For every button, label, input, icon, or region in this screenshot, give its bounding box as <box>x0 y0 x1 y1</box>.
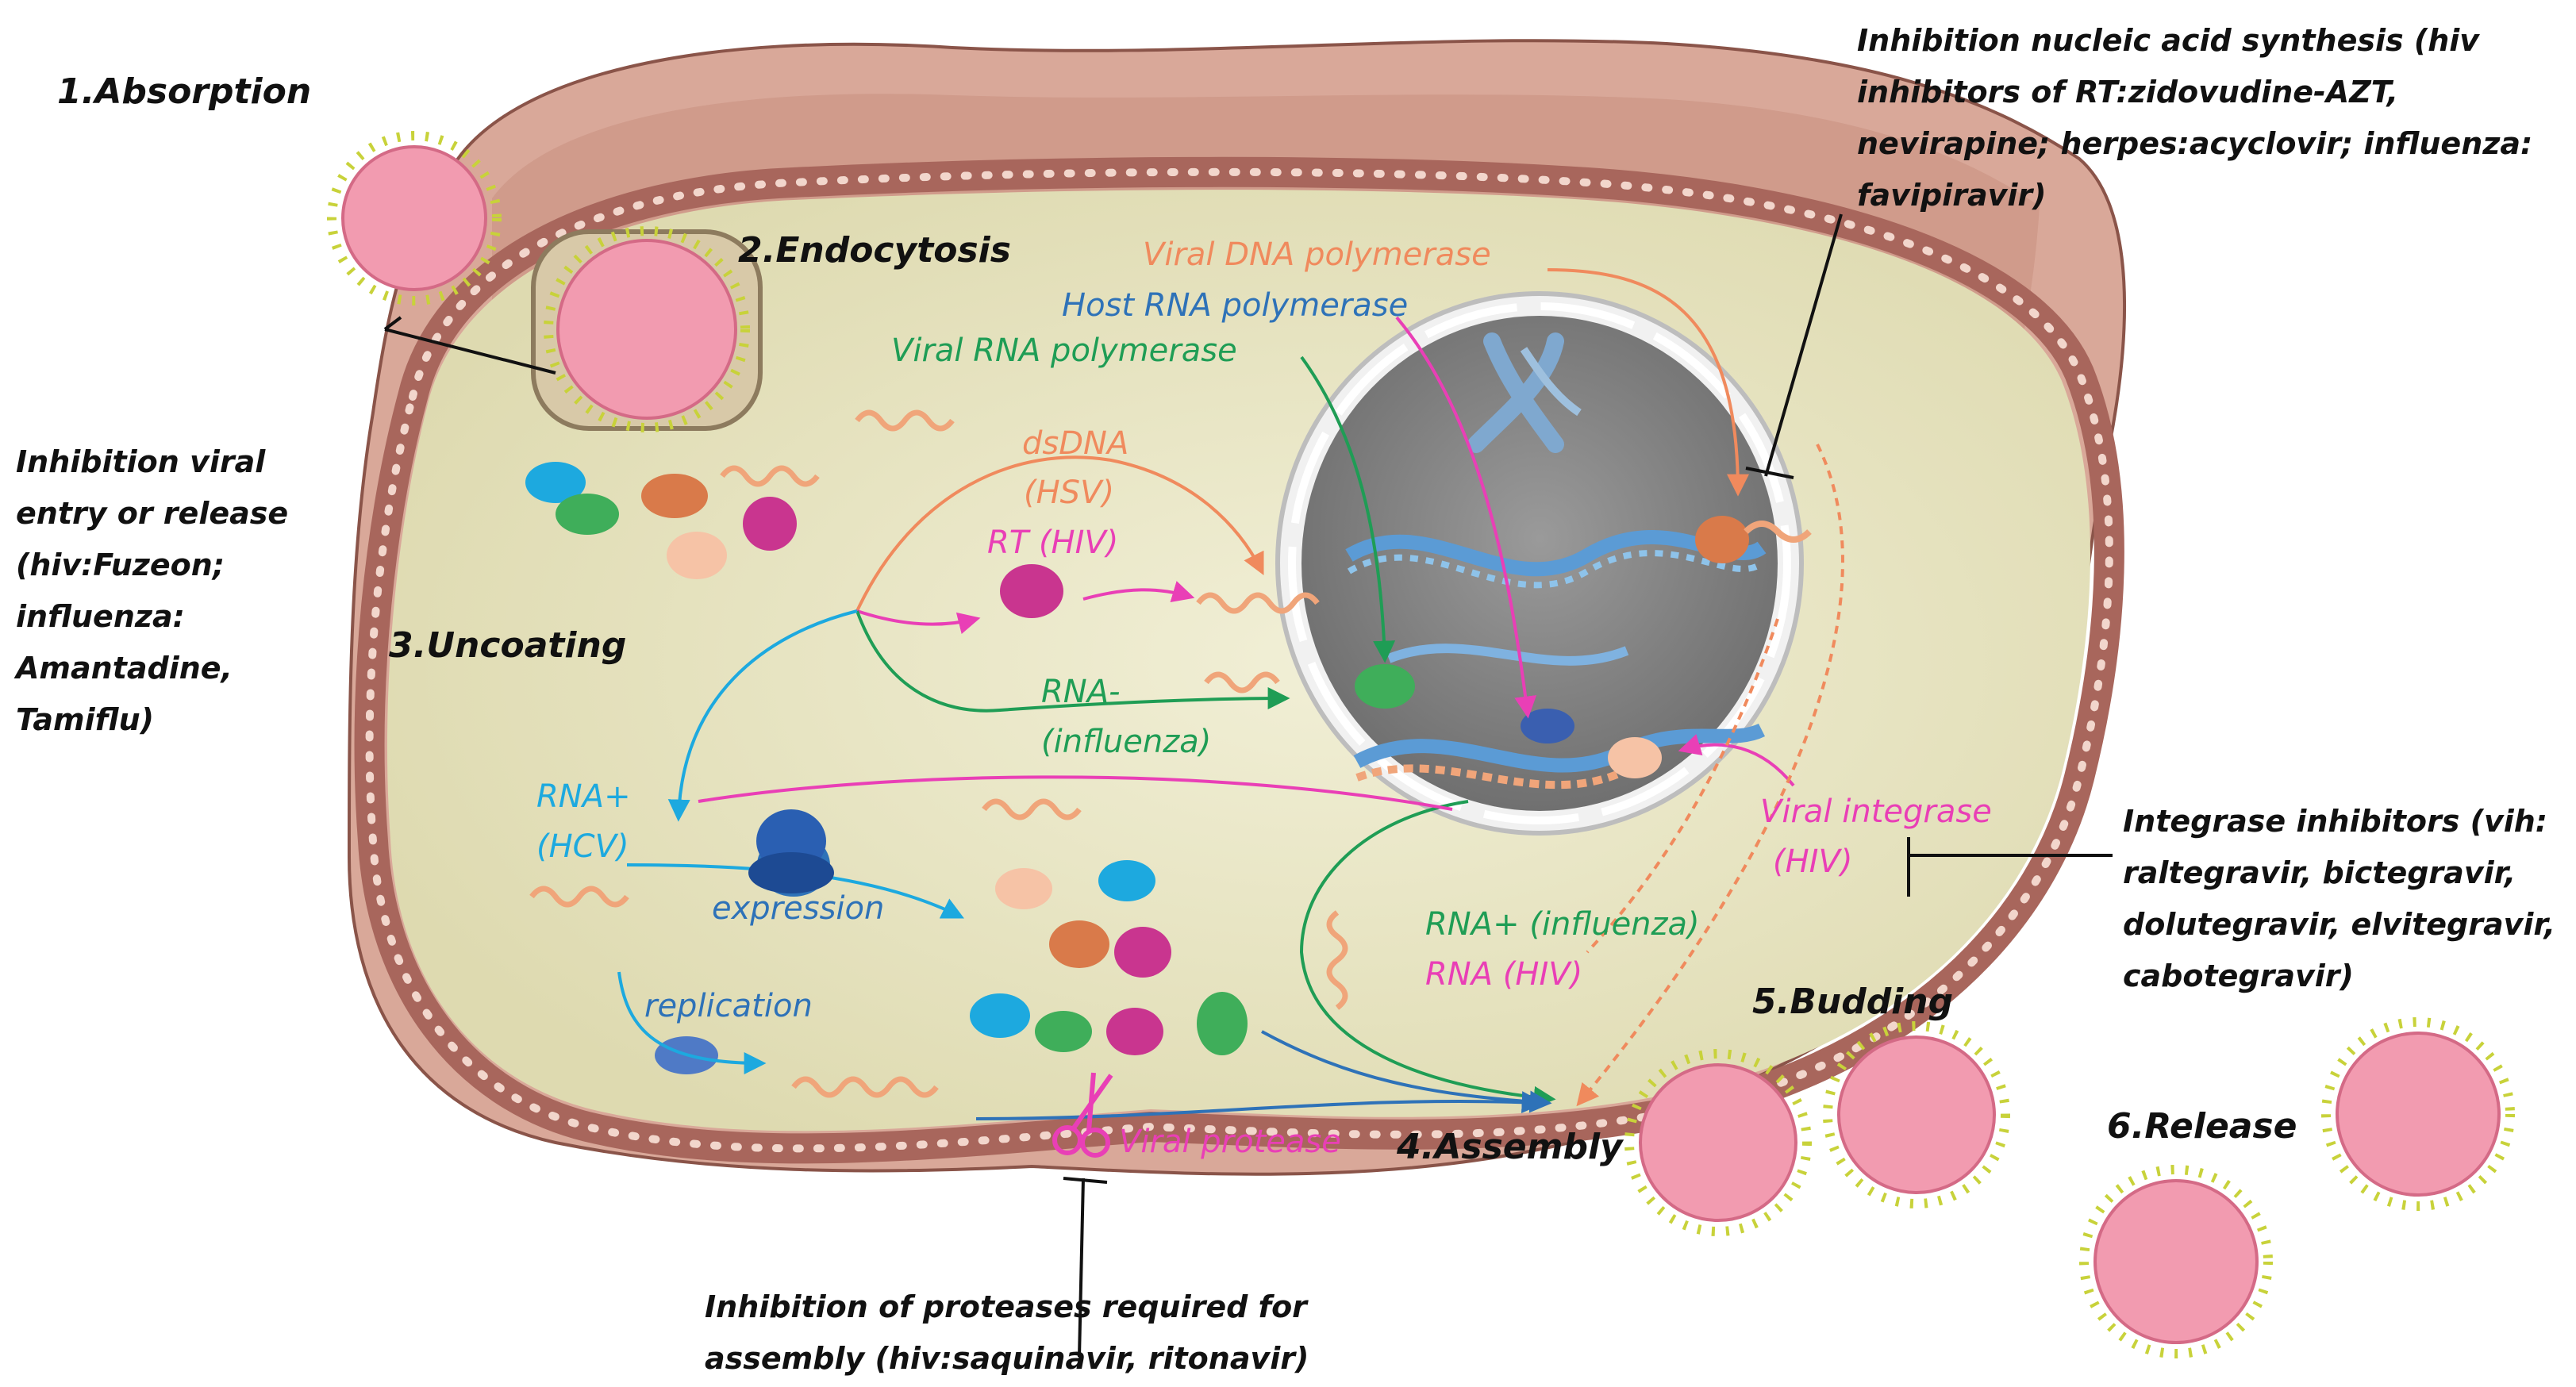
label-expression: expression <box>712 890 884 927</box>
label-host-rna-polymerase: Host RNA polymerase <box>1062 287 1408 324</box>
label-integrase-hiv: (HIV) <box>1773 843 1852 880</box>
arrow-dna-out-dashed <box>1586 618 1779 954</box>
arrow-rt <box>856 609 981 635</box>
arrow-dsdna <box>855 455 1264 612</box>
arrow-integrase <box>1678 734 1795 787</box>
label-viral-rna-polymerase: Viral RNA polymerase <box>891 332 1237 369</box>
label-hsv: (HSV) <box>1024 474 1114 511</box>
label-replication: replication <box>644 988 813 1024</box>
inhibitor-protease: Inhibition of proteases required for ass… <box>705 1289 1309 1376</box>
step-absorption: 1.Absorption <box>57 71 311 112</box>
arrow-replication <box>617 971 767 1074</box>
label-rna-minus: RNA- <box>1041 674 1121 710</box>
arrow-rt-to-dna <box>1082 581 1195 602</box>
label-influenza: (influenza) <box>1041 724 1211 760</box>
step-assembly: 4.Assembly <box>1396 1127 1624 1167</box>
label-dsdna: dsDNA <box>1022 425 1128 462</box>
label-viral-protease: Viral protease <box>1119 1124 1341 1160</box>
nucleus <box>1275 291 1812 836</box>
arrow-host-rna-polymerase <box>1395 316 1537 719</box>
arrow-rna-export-green <box>1299 800 1556 1108</box>
inhibitor-entry: Inhibition viral entry or release (hiv:F… <box>0 0 340 737</box>
pathway-arrows <box>617 268 1844 1120</box>
label-hcv: (HCV) <box>536 828 629 865</box>
arrow-rna-export-pink <box>698 775 1453 811</box>
arrow-viral-rna-polymerase <box>1300 355 1396 663</box>
step-uncoating: 3.Uncoating <box>389 625 626 666</box>
inhibitor-nucleic-acid: Inhibition nucleic acid synthesis (hiv i… <box>0 0 2576 213</box>
label-viral-dna-polymerase: Viral DNA polymerase <box>1143 236 1491 273</box>
label-viral-integrase: Viral integrase <box>1760 793 1992 830</box>
inhibitor-integrase: Integrase inhibitors (vih: raltegravir, … <box>2123 804 2555 993</box>
arrow-rna-minus <box>855 610 1290 713</box>
plasma-membrane <box>354 156 2124 1164</box>
label-rna-plus-influenza: RNA+ (influenza) <box>1425 906 1700 943</box>
step-release: 6.Release <box>2107 1106 2297 1147</box>
ribosome <box>748 809 834 893</box>
virus-particles <box>327 131 2515 1358</box>
step-endocytosis: 2.Endocytosis <box>738 230 1011 271</box>
nucleic-acid-fragments <box>529 409 1348 1098</box>
step-budding: 5.Budding <box>1752 982 1953 1022</box>
arrow-assembly-blue <box>1261 1030 1552 1113</box>
arrow-rna-plus <box>667 609 858 822</box>
scissors-icon <box>1052 1072 1113 1158</box>
label-rna-plus: RNA+ <box>536 778 631 815</box>
label-rna-hiv: RNA (HIV) <box>1425 956 1582 993</box>
inhibitor-lines <box>383 213 2113 1358</box>
arrow-viral-dna-polymerase <box>1547 268 1749 497</box>
arrow-protease <box>975 1091 1544 1120</box>
arrow-budding-dashed <box>1576 444 1844 1107</box>
label-rt-hiv: RT (HIV) <box>987 524 1118 561</box>
